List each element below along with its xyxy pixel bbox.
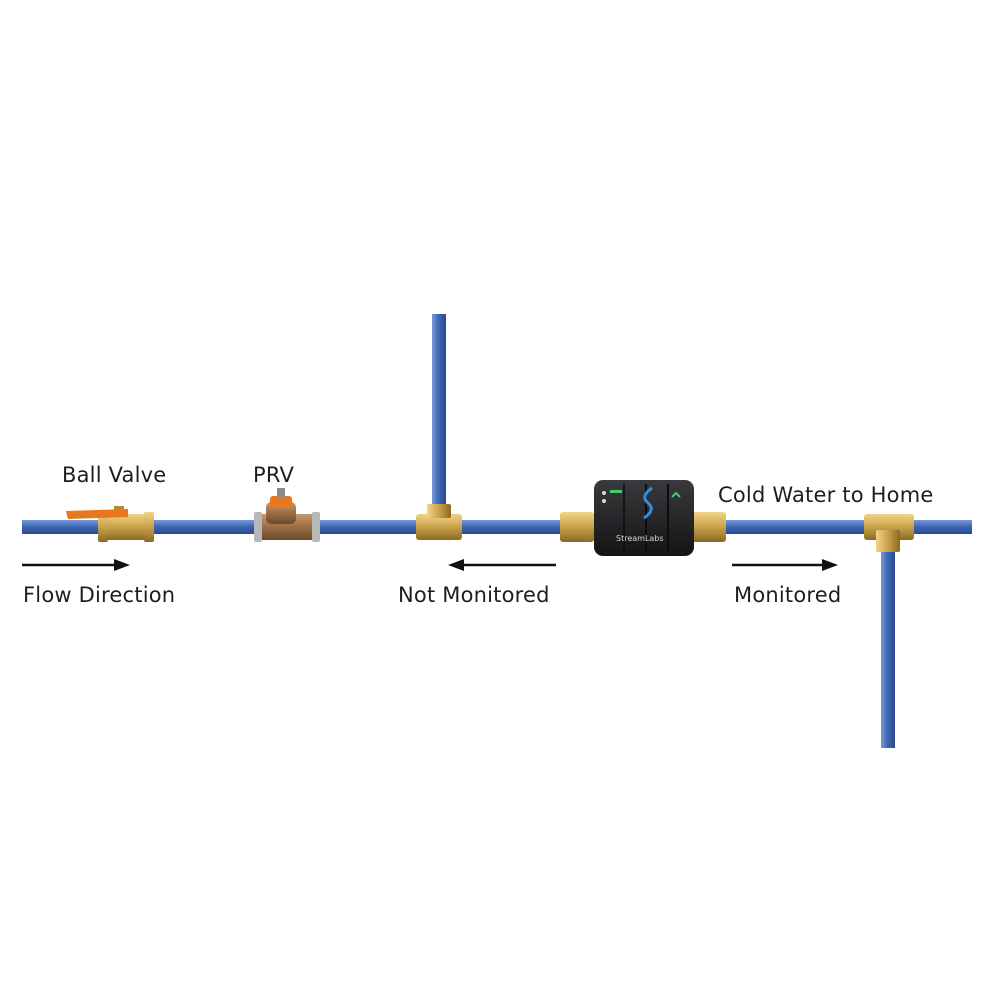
ball-valve [66,506,154,542]
main-pipe [22,520,972,534]
monitored-label: Monitored [734,583,842,607]
not-monitored-arrow [448,559,556,571]
branch-pipe-down [881,540,895,748]
monitored-arrow [732,559,838,571]
prv-valve [254,488,320,542]
flow-meter: StreamLabs [560,480,726,556]
flow-direction-arrow [22,559,130,571]
tee-fitting-upper [416,504,462,540]
not-monitored-label: Not Monitored [398,583,550,607]
flow-direction-label: Flow Direction [23,583,176,607]
meter-brand-label: StreamLabs [616,534,664,543]
tee-fitting-lower [864,514,914,552]
ball-valve-label: Ball Valve [62,463,167,487]
wifi-icon [671,491,681,498]
prv-label: PRV [253,463,295,487]
branch-pipe-up [432,314,446,514]
cold-water-to-home-label: Cold Water to Home [718,483,934,507]
meter-logo-icon [643,486,653,520]
